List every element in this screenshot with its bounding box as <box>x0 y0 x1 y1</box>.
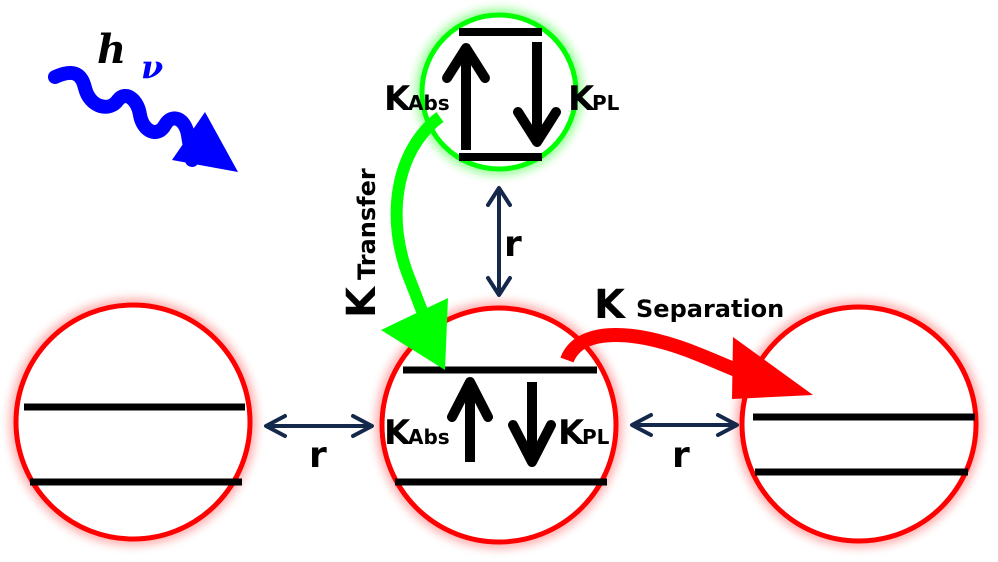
left-distance-arrowhead-left <box>264 414 287 438</box>
left-ring <box>13 302 253 542</box>
center-absorption-arrowhead <box>447 377 493 422</box>
transfer-sub: Transfer <box>353 168 381 280</box>
center-quantum-dot <box>376 302 622 548</box>
donor-absorption-arrowhead <box>442 43 490 83</box>
right-ring <box>739 304 979 544</box>
left-distance-arrow <box>264 414 374 438</box>
left-distance-arrowhead-right <box>351 414 374 438</box>
vertical-distance-arrow <box>486 186 512 297</box>
center-kpl-k: K <box>558 413 586 453</box>
photon-icon <box>48 66 238 172</box>
photon-nu-label: ν <box>141 48 163 86</box>
center-pl-arrowhead <box>508 420 556 467</box>
photon-h-label: h <box>97 26 126 73</box>
transfer-arrow <box>381 112 448 370</box>
separation-sub: Separation <box>636 295 784 323</box>
vertical-distance-arrowhead-up <box>486 186 512 207</box>
vertical-distance-label: r <box>504 224 522 265</box>
separation-k: K <box>594 282 627 328</box>
left-distance-label: r <box>309 435 327 476</box>
photon-wave <box>48 66 199 167</box>
separation-arrowhead <box>732 337 813 399</box>
transfer-k: K <box>339 285 385 318</box>
transfer-arrow-shaft <box>390 112 444 333</box>
right-distance-arrow <box>630 413 739 437</box>
right-distance-arrowhead-left <box>630 413 653 437</box>
center-kabs-k: K <box>384 413 412 453</box>
center-kpl-sub: PL <box>582 425 610 449</box>
donor-kpl-sub: PL <box>592 91 620 115</box>
donor-kpl-k: K <box>568 79 596 119</box>
transfer-label: K Transfer <box>339 168 385 318</box>
center-kabs-sub: Abs <box>408 425 450 449</box>
donor-kabs-sub: Abs <box>408 91 450 115</box>
left-quantum-dot <box>10 299 256 545</box>
right-distance-label: r <box>672 435 690 476</box>
transfer-arrowhead <box>381 298 448 370</box>
right-quantum-dot <box>736 301 982 547</box>
donor-quantum-dot <box>416 9 582 175</box>
right-distance-arrowhead-right <box>716 413 739 437</box>
donor-pl-arrowhead <box>513 107 561 147</box>
vertical-distance-arrowhead-down <box>486 276 512 297</box>
separation-arrow <box>560 328 813 399</box>
donor-kabs-k: K <box>384 79 412 119</box>
photon-arrowhead <box>172 112 238 172</box>
